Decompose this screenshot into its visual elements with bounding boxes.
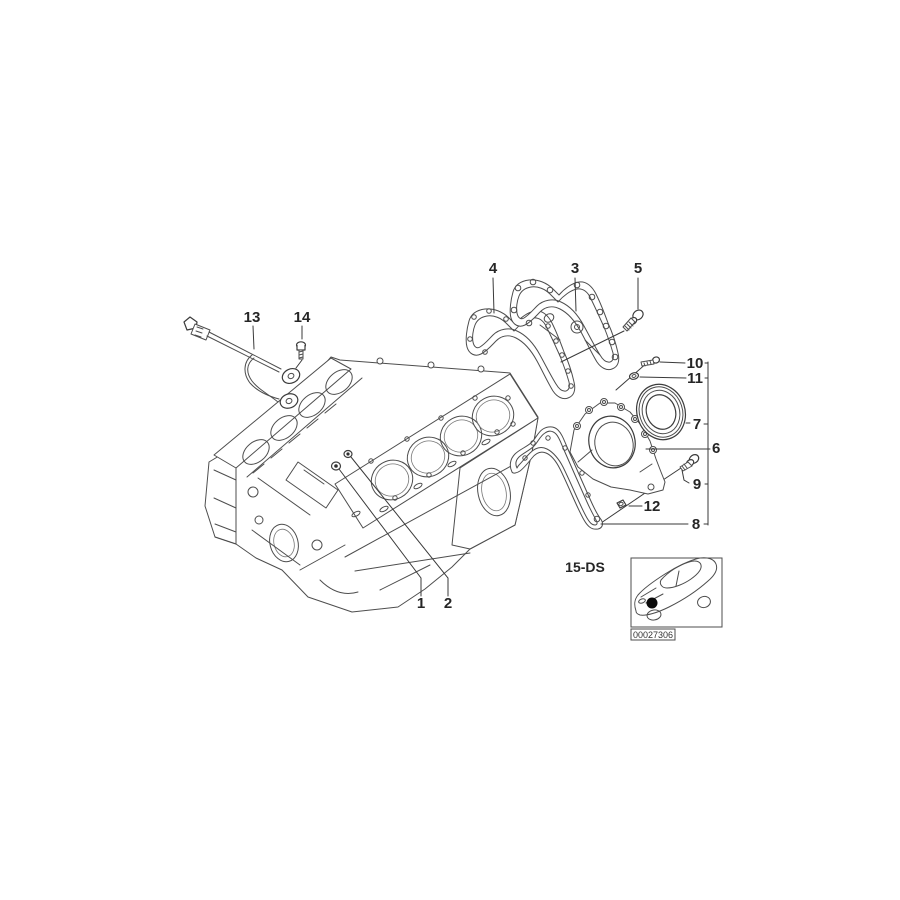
bolt-5-drawing: [622, 309, 644, 332]
callout-10[interactable]: 10: [687, 355, 704, 372]
vehicle-thumbnail: [630, 557, 723, 628]
callout-7[interactable]: 7: [693, 416, 701, 433]
callout-8[interactable]: 8: [692, 516, 700, 533]
knock-sensor-cable-drawing: [183, 316, 301, 409]
callout-12[interactable]: 12: [644, 498, 661, 515]
image-code-label: 00027306: [633, 630, 673, 640]
callout-13[interactable]: 13: [244, 309, 261, 326]
bolt-14-drawing: [295, 341, 307, 360]
callout-14[interactable]: 14: [294, 309, 311, 326]
core-plug-2-drawing: [343, 449, 353, 459]
callout-6[interactable]: 6: [712, 440, 720, 457]
callout-3[interactable]: 3: [571, 260, 579, 277]
gasket-8-drawing: [509, 426, 603, 530]
callout-4[interactable]: 4: [489, 260, 498, 277]
callout-2[interactable]: 2: [444, 595, 452, 612]
callout-11[interactable]: 11: [687, 370, 703, 387]
bolt-10-drawing: [640, 356, 661, 367]
callout-5[interactable]: 5: [634, 260, 642, 277]
engine-block-drawing: [204, 356, 539, 613]
callout-9[interactable]: 9: [693, 476, 701, 493]
image-code-box: 00027306: [630, 628, 676, 641]
group-code-label: 15-DS: [565, 559, 605, 575]
highlight-dot: [646, 597, 658, 609]
bolt-9-drawing: [679, 454, 700, 472]
seal-ring-7-drawing: [635, 383, 687, 441]
washer-11-drawing: [628, 372, 640, 380]
callout-labels: 13 14 4 3 5 10 11 7 6 9 12 8 1 2: [244, 260, 721, 612]
dowel-12-drawing: [616, 499, 627, 509]
callout-1[interactable]: 1: [417, 595, 425, 612]
core-plug-1-drawing: [330, 461, 342, 471]
leader-lines: [252, 277, 711, 597]
